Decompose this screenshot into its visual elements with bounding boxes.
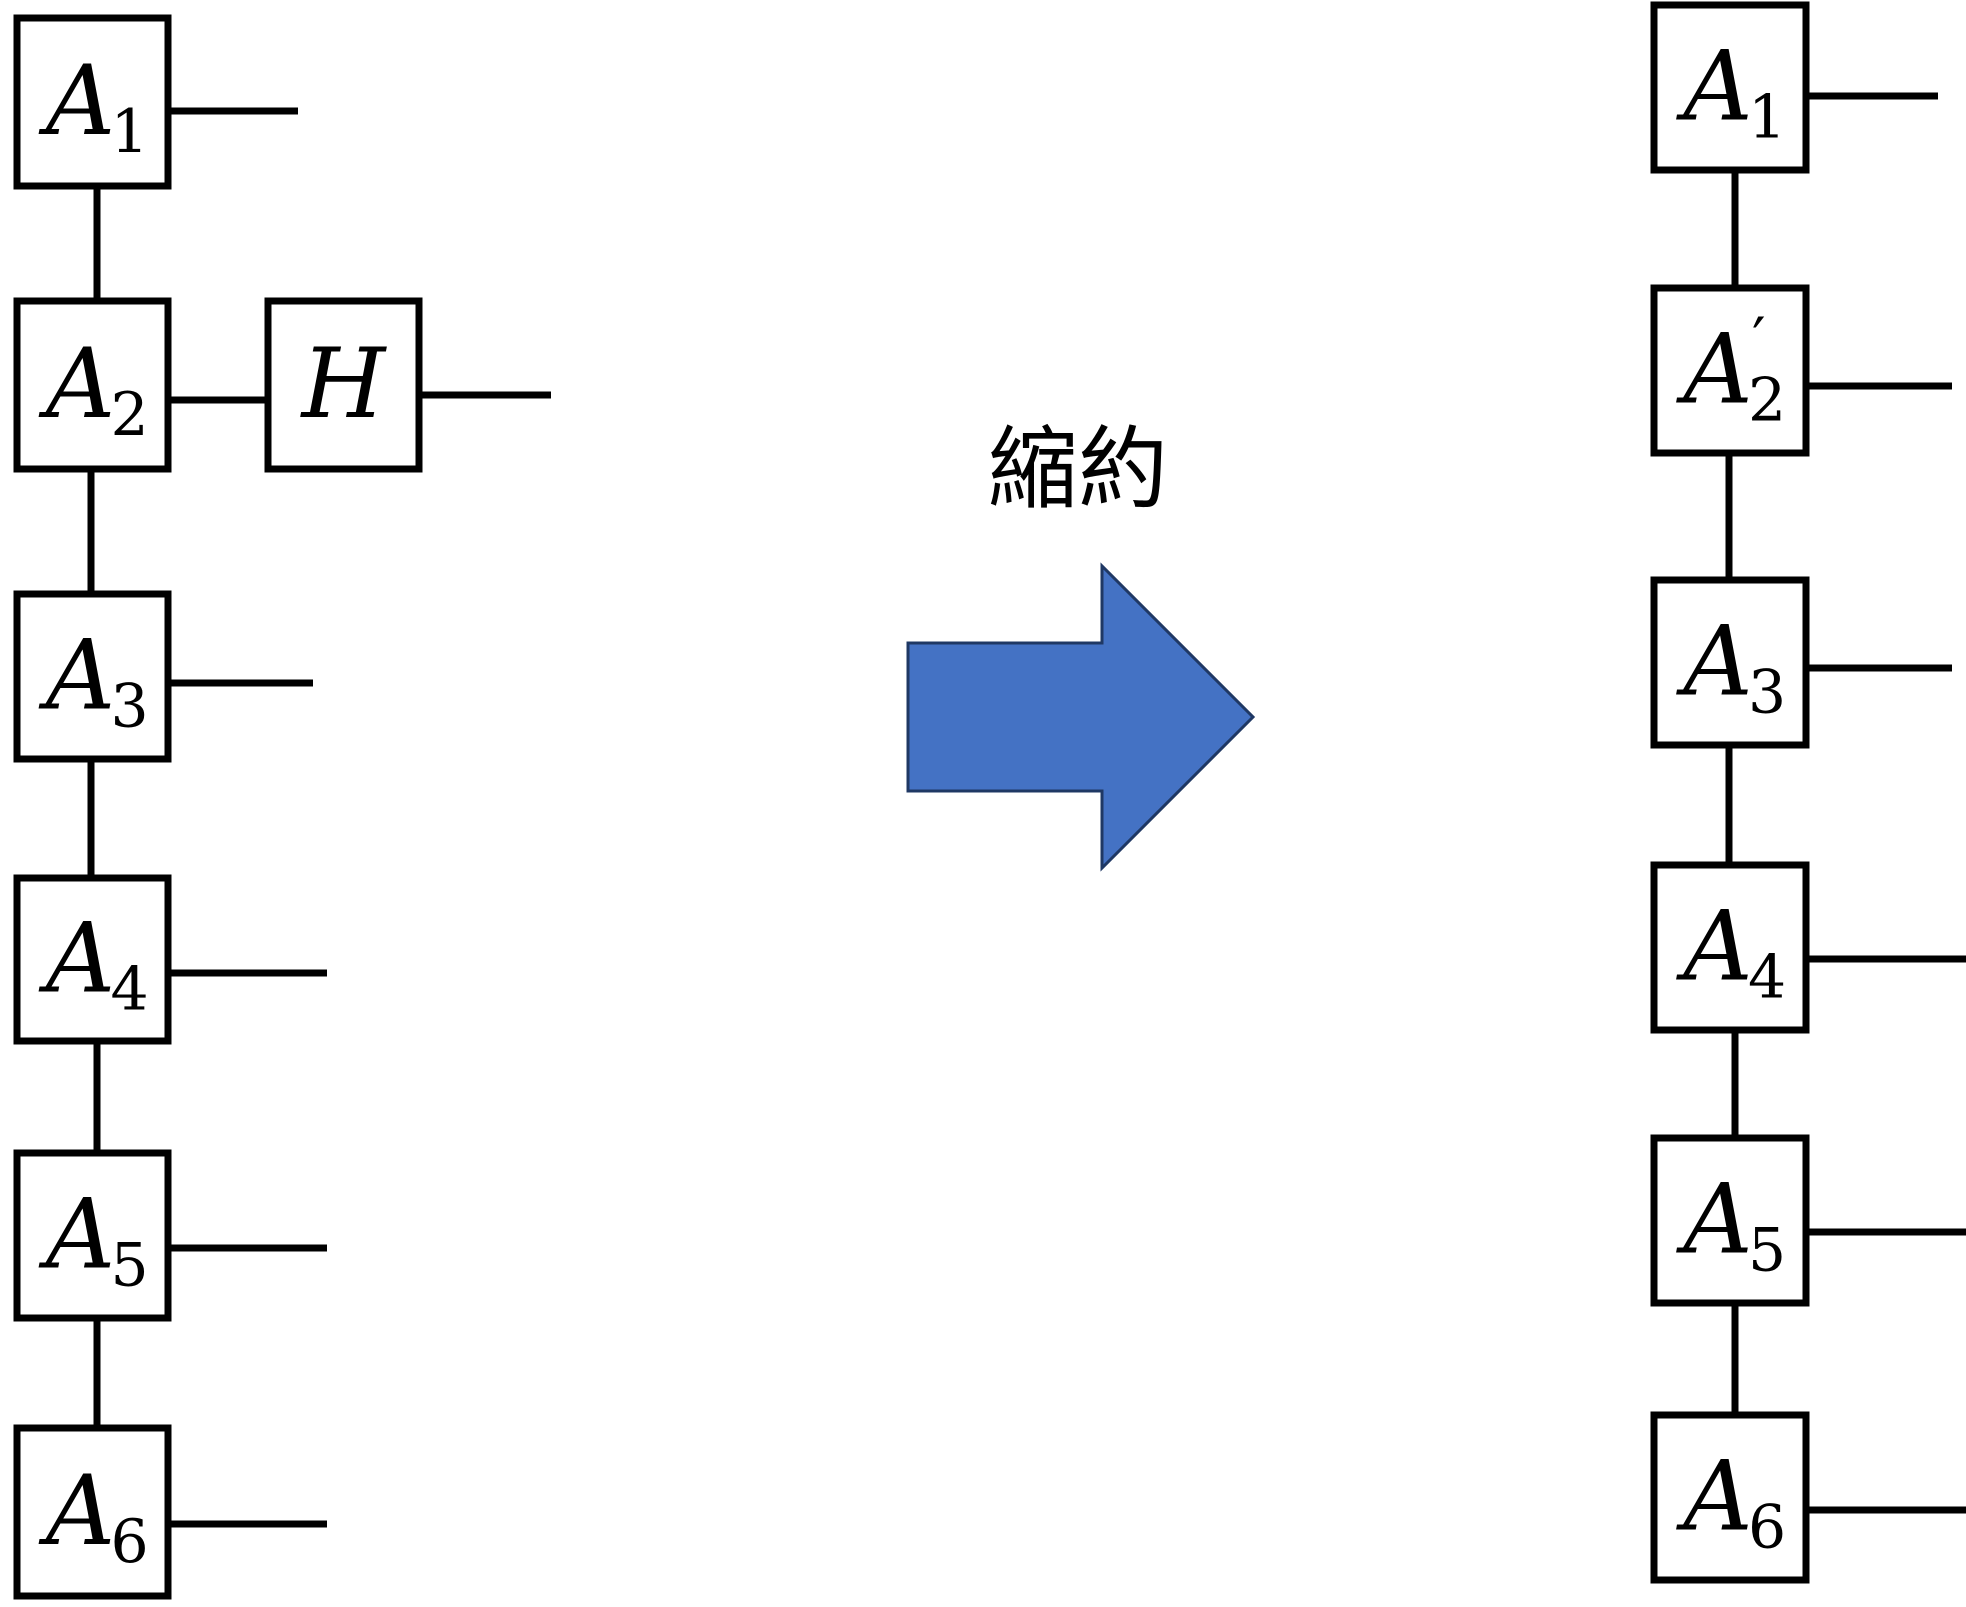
tensor-node-a1: A1: [1650, 1, 1810, 174]
tensor-symbol: A: [1675, 606, 1752, 718]
tensor-box: [13, 14, 172, 190]
tensor-node-a6: A6: [1650, 1411, 1810, 1584]
tensor-symbol: A: [1675, 1164, 1752, 1276]
contraction-label: 縮約: [988, 417, 1168, 522]
tensor-node-a4: A4: [1650, 861, 1810, 1034]
tensor-node-a3: A3: [1650, 576, 1810, 749]
tensor-box: [1650, 576, 1810, 749]
tensor-symbol: A: [1675, 891, 1752, 1003]
tensor-node-h: H: [264, 297, 423, 473]
tensor-node-a3: A3: [13, 590, 172, 763]
tensor-box: [1650, 861, 1810, 1034]
tensor-subscript: 4: [1748, 943, 1786, 1013]
tensor-symbol: A: [38, 45, 115, 157]
tensor-box: [13, 874, 172, 1045]
tensor-symbol: A: [1675, 314, 1752, 426]
tensor-symbol: A: [38, 620, 115, 732]
tensor-symbol: A: [38, 328, 115, 440]
tensor-node-a6: A6: [13, 1424, 172, 1600]
tensor-symbol: A: [1675, 1441, 1752, 1553]
tensor-symbol: A: [38, 903, 115, 1015]
tensor-box: [1650, 284, 1810, 457]
tensor-box: [1650, 1134, 1810, 1307]
tensor-box: [264, 297, 423, 473]
right-arrow-icon: [906, 562, 1256, 872]
tensor-node-a5: A5: [13, 1149, 172, 1322]
tensor-box: [13, 1424, 172, 1600]
tensor-prime: ′: [1752, 306, 1766, 376]
tensor-subscript: 1: [1748, 83, 1786, 153]
tensor-subscript: 1: [111, 97, 149, 167]
tensor-subscript: 3: [1748, 658, 1786, 728]
tensor-box: [1650, 1411, 1810, 1584]
tensor-subscript: 2: [111, 380, 149, 450]
tensor-box: [13, 1149, 172, 1322]
tensor-symbol: A: [38, 1179, 115, 1291]
tensor-box: [13, 297, 172, 473]
tensor-subscript: 2: [1748, 366, 1786, 436]
tensor-node-a2: A2: [13, 297, 172, 473]
tensor-node-a5: A5: [1650, 1134, 1810, 1307]
tensor-node-a1: A1: [13, 14, 172, 190]
tensor-node-a4: A4: [13, 874, 172, 1045]
tensor-subscript: 5: [1748, 1216, 1786, 1286]
tensor-subscript: 6: [1748, 1493, 1786, 1563]
tensor-box: [13, 590, 172, 763]
tensor-subscript: 3: [111, 672, 149, 742]
tensor-symbol: H: [300, 328, 388, 440]
tensor-box: [1650, 1, 1810, 174]
tensor-subscript: 4: [111, 955, 149, 1025]
tensor-symbol: A: [38, 1455, 115, 1567]
tensor-subscript: 5: [111, 1231, 149, 1301]
tensor-node-a2p: A′2: [1650, 284, 1810, 457]
tensor-symbol: A: [1675, 31, 1752, 143]
tensor-subscript: 6: [111, 1507, 149, 1577]
